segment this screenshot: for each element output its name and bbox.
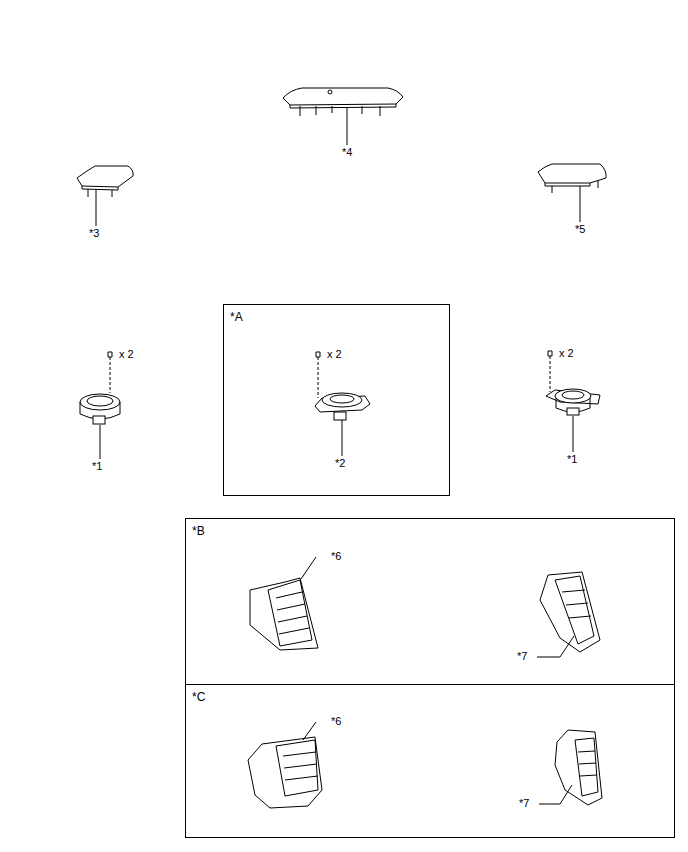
callout-number: *5 bbox=[574, 223, 586, 236]
quantity-label: x 2 bbox=[326, 348, 343, 361]
box-letter: *A bbox=[230, 310, 243, 324]
speaker-left bbox=[80, 352, 120, 459]
speaker-center bbox=[315, 352, 370, 456]
callout-number: *7 bbox=[516, 650, 528, 663]
callout-number: *7 bbox=[518, 797, 530, 810]
callout-number: *2 bbox=[334, 457, 346, 470]
right-panel bbox=[538, 164, 606, 222]
left-panel bbox=[77, 166, 133, 226]
speaker-right bbox=[546, 351, 600, 452]
box-letter: *C bbox=[192, 690, 205, 704]
callout-number: *1 bbox=[566, 453, 578, 466]
vent-c bbox=[248, 722, 602, 808]
quantity-label: x 2 bbox=[558, 347, 575, 360]
box-letter: *B bbox=[192, 524, 205, 538]
callout-number: *6 bbox=[330, 550, 342, 563]
callout-number: *6 bbox=[330, 715, 342, 728]
callout-number: *3 bbox=[88, 227, 100, 240]
callout-number: *1 bbox=[91, 460, 103, 473]
vent-b bbox=[250, 557, 600, 657]
quantity-label: x 2 bbox=[118, 348, 135, 361]
group-box: *B bbox=[185, 518, 675, 685]
callout-number: *4 bbox=[341, 146, 353, 159]
group-box: *C bbox=[185, 684, 675, 838]
center-panel bbox=[283, 88, 403, 145]
